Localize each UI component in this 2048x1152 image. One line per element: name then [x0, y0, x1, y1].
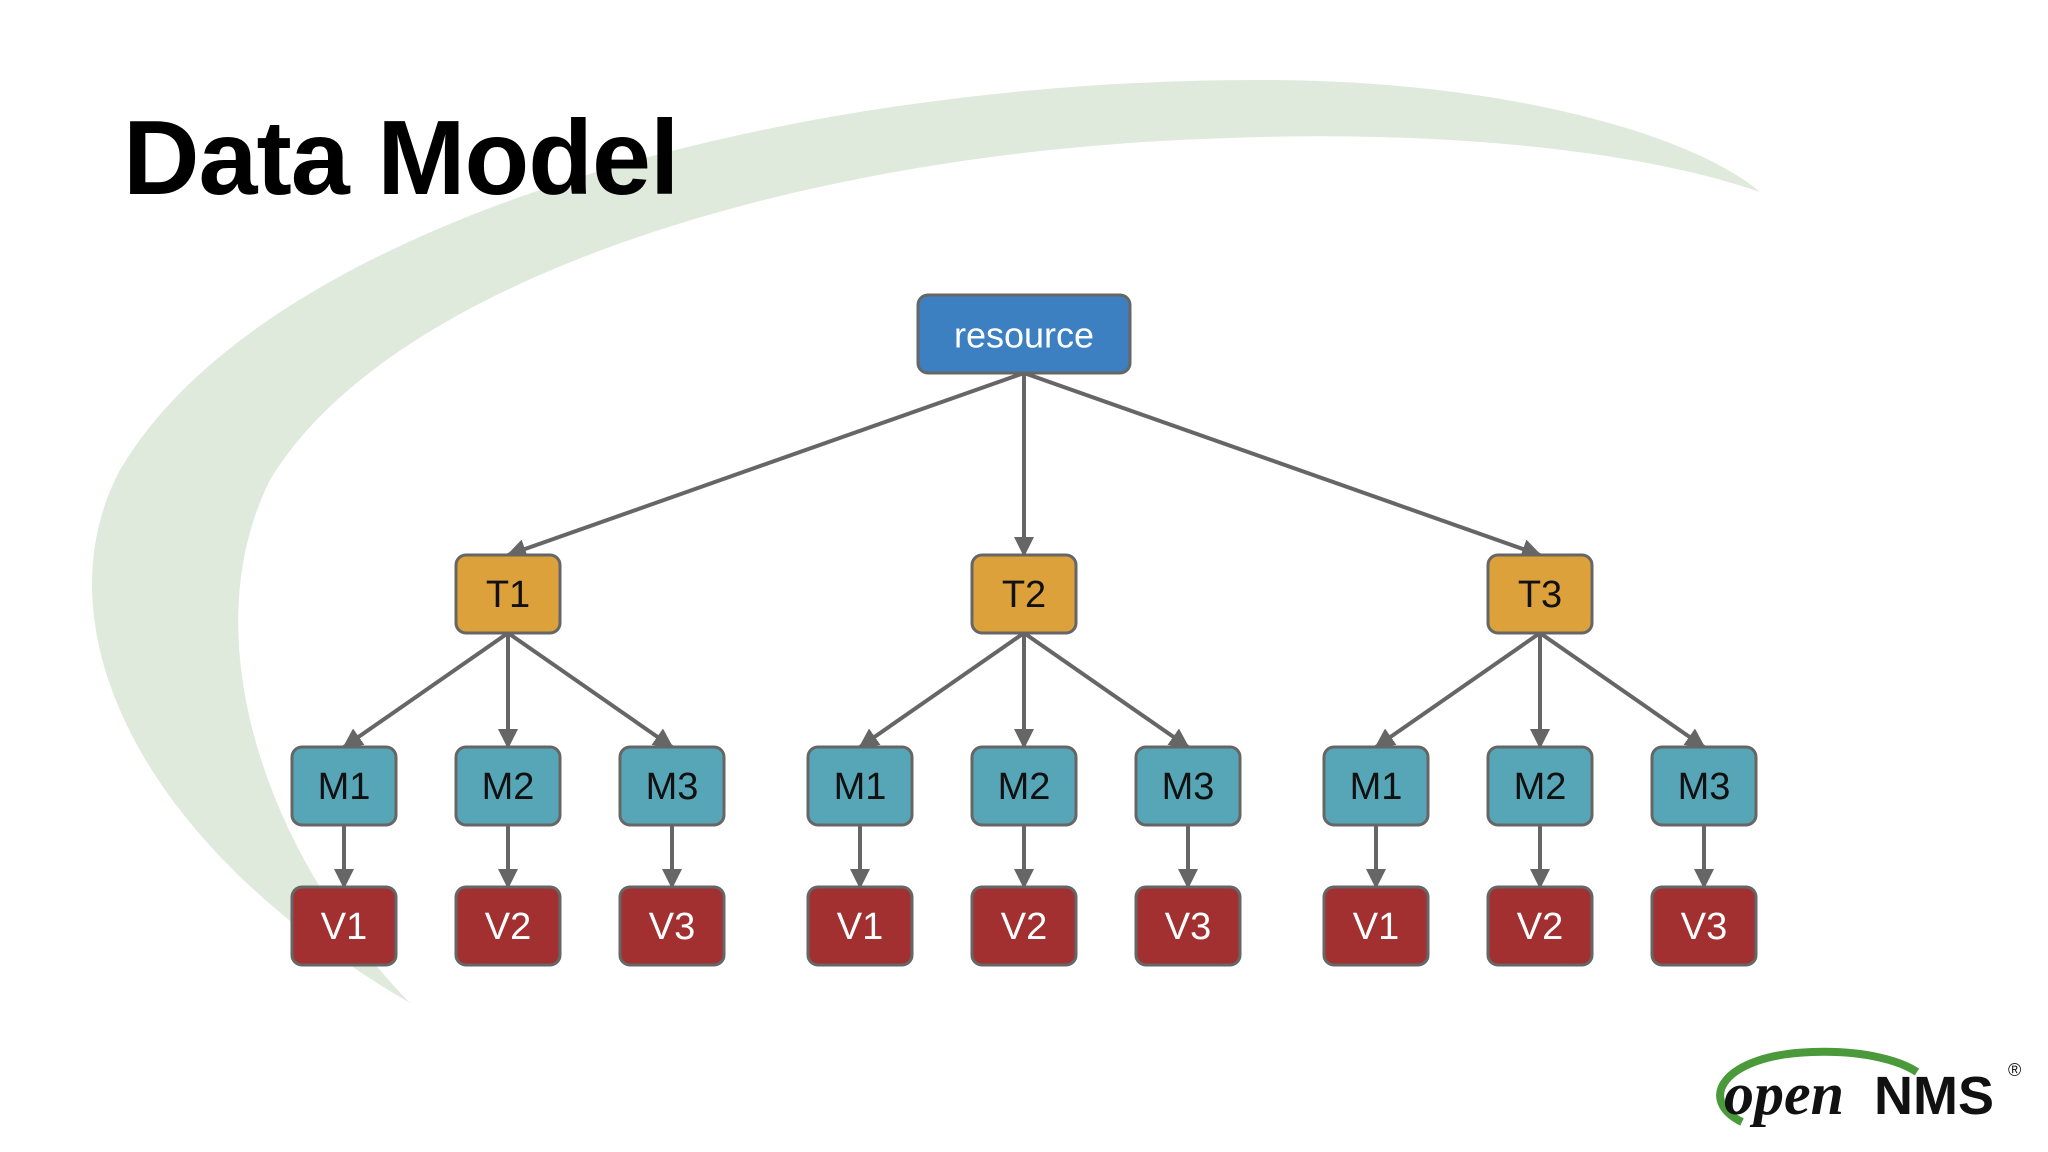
- node-t3-m2-label: M2: [1514, 766, 1567, 808]
- node-t1-m1-value: V1: [290, 885, 398, 967]
- node-t1-m1-box: [290, 745, 398, 827]
- node-t1-m2-label: M2: [482, 766, 535, 808]
- node-resource: resource: [916, 293, 1132, 375]
- node-t3-box: [1486, 553, 1594, 635]
- node-t3-m1-value: V1: [1322, 885, 1430, 967]
- edge-t3-t3-m1: [1374, 631, 1542, 749]
- node-t1-m3-value: V3: [618, 885, 726, 967]
- node-t1-m3-value-box: [618, 885, 726, 967]
- node-t2-m2-label: M2: [998, 766, 1051, 808]
- node-t3-m3-value: V3: [1650, 885, 1758, 967]
- node-t2-m2-box: [970, 745, 1078, 827]
- node-t2-m1-label: M1: [834, 766, 887, 808]
- node-t1-m3-value-label: V3: [649, 906, 695, 948]
- node-t3-m3-label: M3: [1678, 766, 1731, 808]
- node-t3-m3-value-label: V3: [1681, 906, 1727, 948]
- edge-t2-t2-m3: [1022, 631, 1190, 749]
- node-t2-m3-label: M3: [1162, 766, 1215, 808]
- node-t1-m3-box: [618, 745, 726, 827]
- node-t3-m2-box: [1486, 745, 1594, 827]
- node-t1-m2-value-box: [454, 885, 562, 967]
- node-t1-m2-value-label: V2: [485, 906, 531, 948]
- node-t1: T1: [454, 553, 562, 635]
- node-t3-m2: M2: [1486, 745, 1594, 827]
- node-t1-m1: M1: [290, 745, 398, 827]
- node-t2-m1-box: [806, 745, 914, 827]
- node-t2: T2: [970, 553, 1078, 635]
- node-t3-m2-value-label: V2: [1517, 906, 1563, 948]
- node-t2-m3-value: V3: [1134, 885, 1242, 967]
- node-t1-box: [454, 553, 562, 635]
- edge-t1-t1-m1: [342, 631, 510, 749]
- logo-registered-mark: ®: [2008, 1060, 2021, 1080]
- edge-layer: [334, 371, 1714, 889]
- node-t2-m1: M1: [806, 745, 914, 827]
- node-t3-m3: M3: [1650, 745, 1758, 827]
- edge-t3-t3-m3: [1538, 631, 1706, 749]
- node-t1-label: T1: [486, 574, 530, 616]
- node-t2-m1-value-box: [806, 885, 914, 967]
- node-t3-m2-value-box: [1486, 885, 1594, 967]
- edge-resource-t1: [506, 371, 1025, 559]
- node-t1-m1-label: M1: [318, 766, 371, 808]
- node-t2-m3-value-box: [1134, 885, 1242, 967]
- node-t1-m3: M3: [618, 745, 726, 827]
- node-t1-m2-box: [454, 745, 562, 827]
- node-t1-m1-value-label: V1: [321, 906, 367, 948]
- node-t3: T3: [1486, 553, 1594, 635]
- edge-resource-t3: [1023, 371, 1542, 559]
- slide-title: Data Model: [123, 99, 679, 217]
- node-resource-box: [916, 293, 1132, 375]
- node-t2-label: T2: [1002, 574, 1046, 616]
- node-t2-m3: M3: [1134, 745, 1242, 827]
- node-t2-m1-value-label: V1: [837, 906, 883, 948]
- node-t2-m2-value: V2: [970, 885, 1078, 967]
- node-resource-label: resource: [954, 315, 1094, 356]
- node-t3-m1: M1: [1322, 745, 1430, 827]
- node-t1-m2: M2: [454, 745, 562, 827]
- node-t2-m2-value-label: V2: [1001, 906, 1047, 948]
- node-t3-m1-value-box: [1322, 885, 1430, 967]
- node-t2-m2-value-box: [970, 885, 1078, 967]
- logo-open-text: open: [1724, 1061, 1844, 1127]
- logo-swoosh-icon: [1716, 1047, 1920, 1126]
- node-t3-m3-box: [1650, 745, 1758, 827]
- node-t2-m3-box: [1134, 745, 1242, 827]
- edge-t1-t1-m3: [506, 631, 674, 749]
- node-t1-m2-value: V2: [454, 885, 562, 967]
- node-t3-m2-value: V2: [1486, 885, 1594, 967]
- node-t3-m1-value-label: V1: [1353, 906, 1399, 948]
- node-t3-m3-value-box: [1650, 885, 1758, 967]
- node-t3-label: T3: [1518, 574, 1562, 616]
- node-t2-box: [970, 553, 1078, 635]
- node-t3-m1-label: M1: [1350, 766, 1403, 808]
- node-t3-m1-box: [1322, 745, 1430, 827]
- logo-nms-text: NMS: [1874, 1066, 1994, 1126]
- node-t2-m3-value-label: V3: [1165, 906, 1211, 948]
- opennms-logo: open NMS ®: [1716, 1047, 2021, 1127]
- node-t2-m2: M2: [970, 745, 1078, 827]
- node-t1-m3-label: M3: [646, 766, 699, 808]
- node-t2-m1-value: V1: [806, 885, 914, 967]
- node-t1-m1-value-box: [290, 885, 398, 967]
- edge-t2-t2-m1: [858, 631, 1026, 749]
